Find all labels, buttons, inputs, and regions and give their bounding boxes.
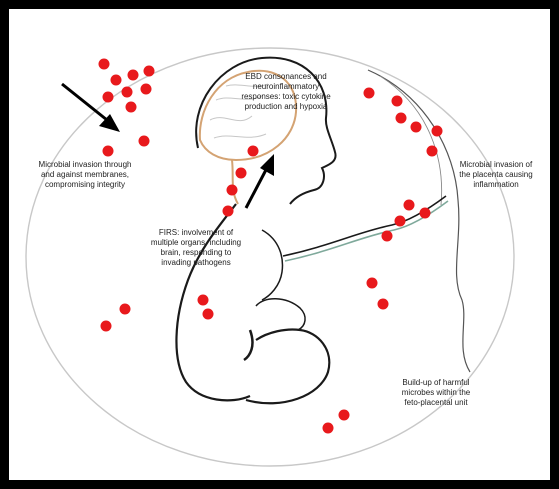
microbe-dot-icon xyxy=(128,70,139,81)
microbe-dot-icon xyxy=(236,168,247,179)
label-placenta-invasion: Microbial invasion of the placenta causi… xyxy=(446,160,546,190)
microbe-dot-icon xyxy=(427,146,438,157)
microbe-dot-icon xyxy=(141,84,152,95)
microbe-dot-icon xyxy=(223,206,234,217)
label-firs: FIRS: involvement of multiple organs, in… xyxy=(138,228,254,268)
microbe-dot-icon xyxy=(203,309,214,320)
brain-stem xyxy=(232,160,238,204)
microbe-dot-icon xyxy=(420,208,431,219)
microbe-dot-icon xyxy=(139,136,150,147)
microbe-dot-icon xyxy=(111,75,122,86)
label-ebd: EBD consonances and neuroinflammatory re… xyxy=(222,72,350,112)
microbe-dot-icon xyxy=(248,146,259,157)
microbe-dot-icon xyxy=(395,216,406,227)
arrow-icon xyxy=(246,154,274,208)
fetal-arm xyxy=(262,230,282,300)
microbe-dot-icon xyxy=(404,200,415,211)
microbe-dot-icon xyxy=(103,146,114,157)
microbe-dot-icon xyxy=(120,304,131,315)
fetal-legs xyxy=(246,329,329,403)
label-microbe-buildup: Build-up of harmful microbes within the … xyxy=(384,378,488,408)
microbe-dot-icon xyxy=(382,231,393,242)
microbe-dot-icon xyxy=(103,92,114,103)
microbe-dot-icon xyxy=(227,185,238,196)
microbe-dot-icon xyxy=(432,126,443,137)
umbilical-cord xyxy=(283,196,446,256)
microbe-dot-icon xyxy=(144,66,155,77)
placenta-outline xyxy=(368,70,470,372)
microbe-dot-icon xyxy=(396,113,407,124)
microbe-dot-icon xyxy=(339,410,350,421)
fetal-foot xyxy=(244,330,252,360)
microbe-dot-icon xyxy=(378,299,389,310)
microbe-dot-icon xyxy=(99,59,110,70)
microbe-dot-icon xyxy=(323,423,334,434)
microbe-dot-icon xyxy=(122,87,133,98)
microbe-dot-icon xyxy=(126,102,137,113)
microbe-dot-icon xyxy=(198,295,209,306)
microbe-dot-icon xyxy=(364,88,375,99)
placenta-inner xyxy=(380,76,442,205)
microbe-dot-icon xyxy=(101,321,112,332)
fetal-knee xyxy=(256,299,305,330)
microbe-dot-icon xyxy=(392,96,403,107)
arrow-icon xyxy=(62,84,120,132)
microbe-dot-icon xyxy=(367,278,378,289)
microbe-dot-icon xyxy=(411,122,422,133)
label-microbial-invasion: Microbial invasion through and against m… xyxy=(26,160,144,190)
